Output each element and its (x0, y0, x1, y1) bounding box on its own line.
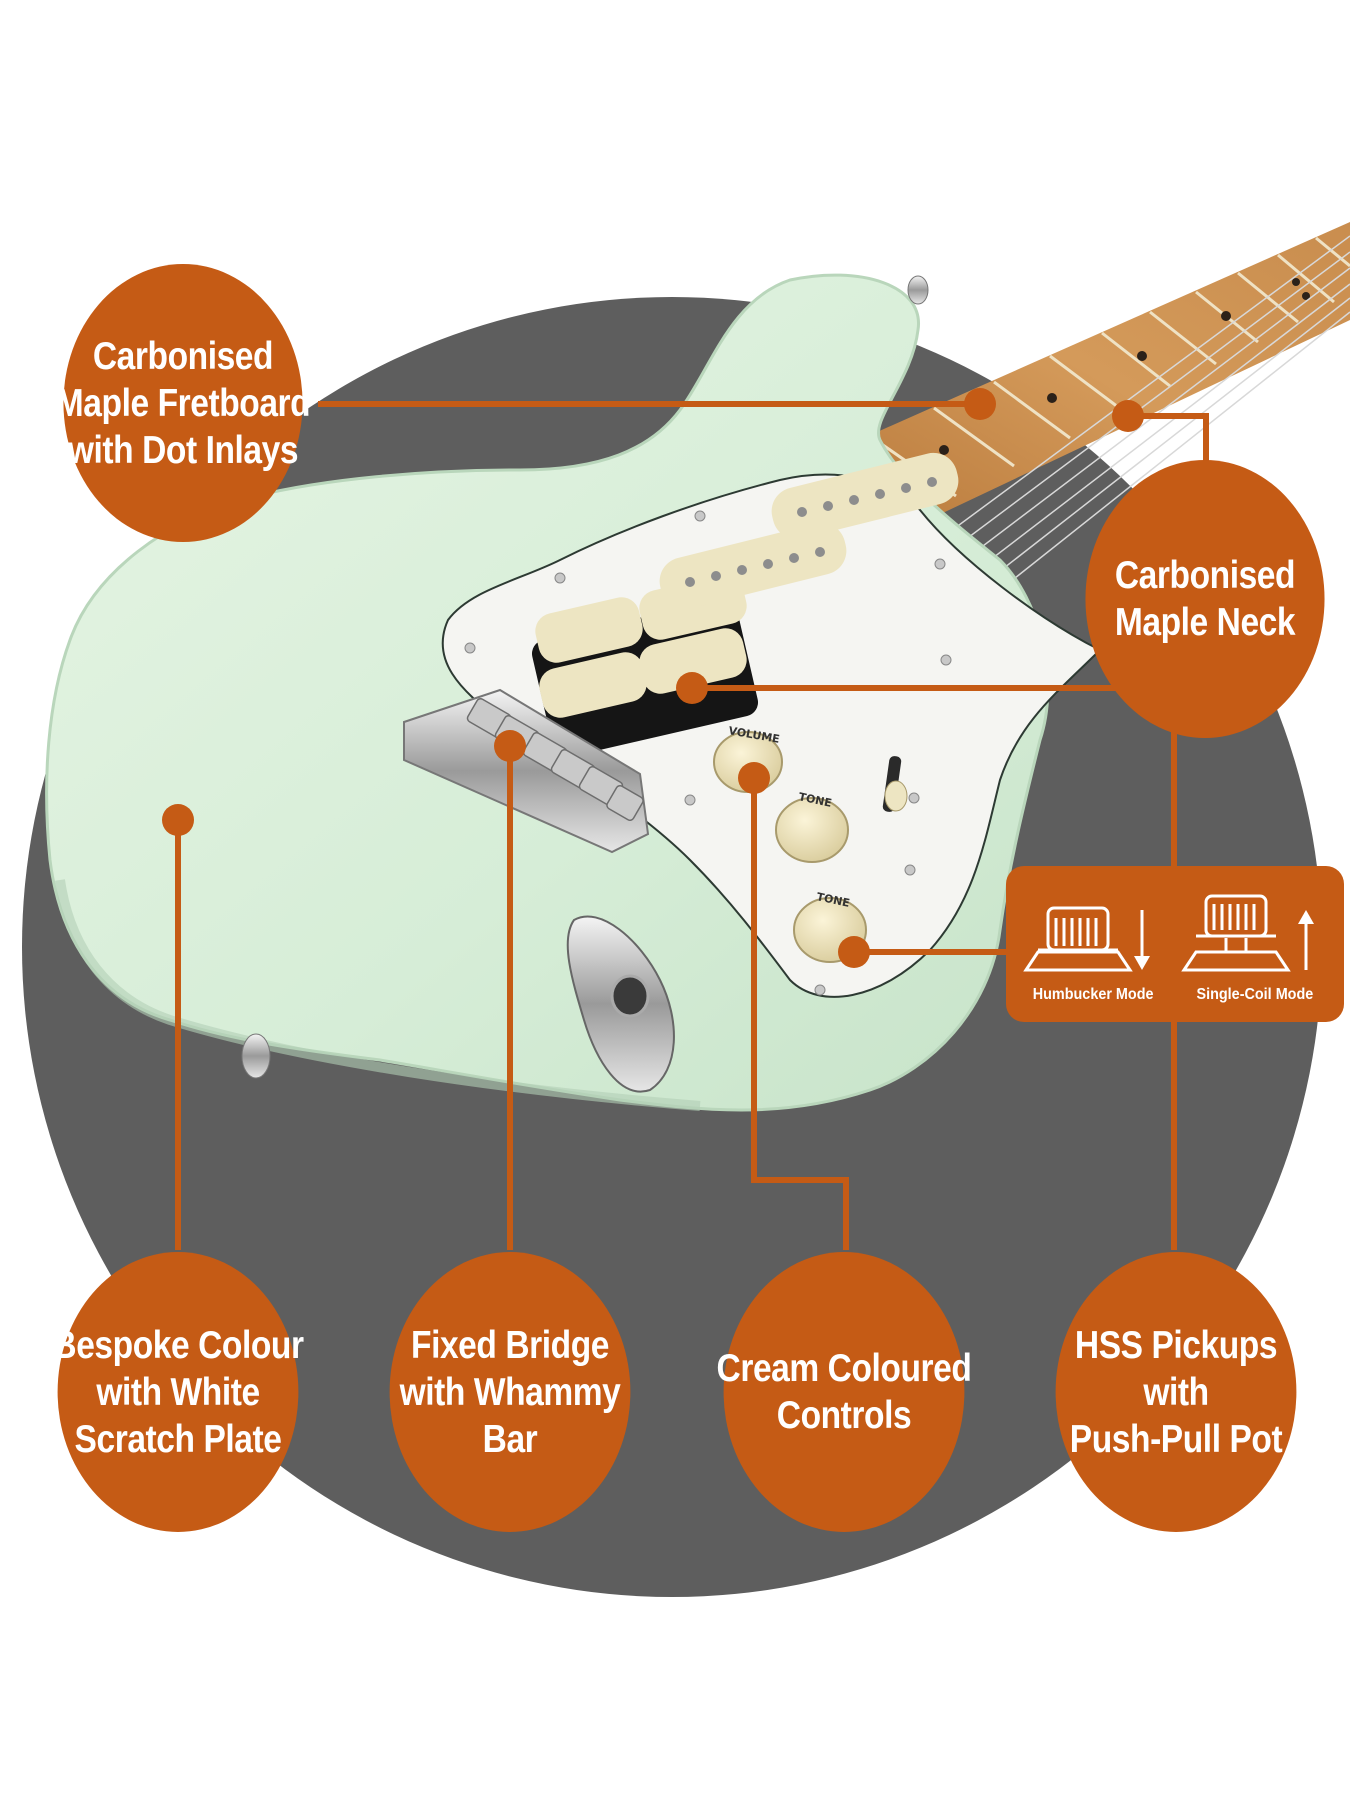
pickups (531, 452, 959, 758)
callout-text: Scratch Plate (74, 1417, 282, 1461)
callout-pickups: HSS Pickups with Push-Pull Pot (1055, 1252, 1297, 1532)
callout-text: Maple Neck (1114, 601, 1296, 644)
callout-text: Controls (776, 1394, 912, 1437)
humbucker-mode-label: Humbucker Mode (1032, 986, 1154, 1003)
down-arrow-icon (1134, 910, 1150, 970)
callout-text: with Dot Inlays (67, 428, 299, 472)
callout-text: HSS Pickups (1074, 1323, 1278, 1367)
callout-colour: Bespoke Colour with White Scratch Plate (52, 1252, 304, 1532)
single-coil-mode-icon (1181, 894, 1291, 972)
callout-text: with Whammy (399, 1370, 621, 1414)
callout-text: Cream Coloured (716, 1347, 972, 1390)
callout-controls: Cream Coloured Controls (717, 1252, 972, 1532)
callout-text: Push-Pull Pot (1069, 1417, 1283, 1461)
callout-text: Fixed Bridge (411, 1323, 609, 1367)
callout-text: with White (96, 1370, 260, 1414)
fixed-bridge (403, 688, 650, 854)
callout-text: Carbonised (1114, 554, 1296, 597)
up-arrow-icon (1298, 910, 1314, 970)
callout-text: Bar (482, 1417, 538, 1461)
output-jack (566, 915, 675, 1093)
single-coil-mode-label: Single-Coil Mode (1196, 986, 1314, 1003)
callout-text: Maple Fretboard (55, 381, 311, 425)
callout-text: Carbonised (92, 334, 274, 378)
callout-text: Bespoke Colour (52, 1323, 304, 1367)
callout-anchor-dots (162, 388, 1144, 968)
callout-neck: Carbonised Maple Neck (1085, 460, 1325, 738)
humbucker-mode-icon (1023, 906, 1133, 972)
callout-fretboard: Carbonised Maple Fretboard with Dot Inla… (56, 264, 311, 542)
push-pull-mode-panel: Humbucker Mode Single-Coil Mode (1006, 866, 1344, 1022)
callout-text: with (1143, 1370, 1209, 1414)
callout-bridge: Fixed Bridge with Whammy Bar (389, 1252, 631, 1532)
strap-buttons (241, 275, 929, 1079)
